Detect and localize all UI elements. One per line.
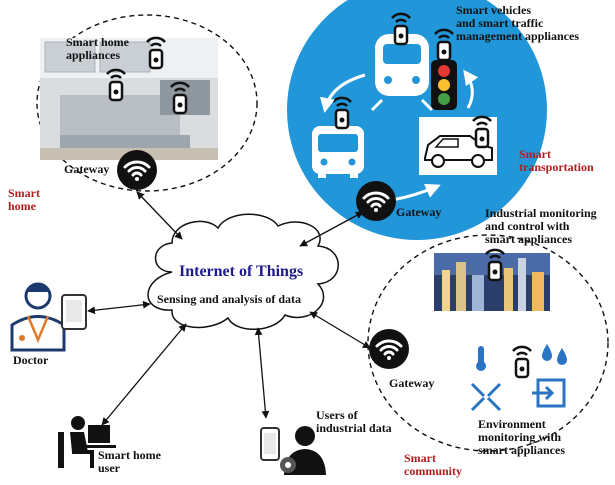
- bus-icon: [312, 126, 364, 178]
- community-gateway-label: Gateway: [389, 376, 435, 390]
- city-photo: [434, 253, 550, 311]
- thermometer-icon: [476, 346, 486, 371]
- iot-cloud: [147, 213, 339, 331]
- connection-arrow: [136, 191, 183, 240]
- connection-arrow: [299, 211, 364, 247]
- traffic-light-icon: [431, 60, 457, 110]
- transport-flow-arrow: [320, 73, 366, 113]
- smart-home-gateway-label: Gateway: [64, 162, 110, 176]
- connection-arrow: [101, 323, 187, 426]
- transportation-gateway-label: Gateway: [396, 205, 442, 219]
- smart-home-region: [36, 14, 258, 192]
- tablet-icon: [61, 294, 87, 330]
- doctor-icon: [10, 282, 66, 352]
- iot-title: Internet of Things: [179, 263, 304, 280]
- compress-arrows-icon: [470, 382, 502, 412]
- smart-community-region: [367, 234, 609, 452]
- environment-monitoring-label: Environment monitoring with smart applia…: [478, 417, 565, 457]
- phone-icon: [260, 427, 280, 461]
- smart-community-region-label: Smart community: [404, 451, 462, 478]
- train-icon: [370, 34, 434, 112]
- industrial-user-icon: [280, 426, 326, 475]
- wifi-gateway-icon: [115, 148, 159, 192]
- connection-arrow: [254, 327, 270, 419]
- industrial-users-label: Users of industrial data: [316, 408, 392, 435]
- smart-home-appliances-label: Smart home appliances: [66, 35, 129, 62]
- wifi-gateway-icon: [367, 327, 411, 371]
- wifi-gateway-icon: [354, 179, 398, 223]
- computer-user-icon: [58, 416, 116, 468]
- connection-arrow: [87, 300, 151, 315]
- enter-box-icon: [532, 378, 566, 408]
- sensor-icon: [511, 345, 533, 379]
- smart-vehicles-label: Smart vehicles and smart traffic managem…: [456, 3, 579, 43]
- smart-home-region-label: Smart home: [8, 186, 40, 213]
- connection-arrow: [309, 311, 371, 349]
- transport-flow-arrow: [463, 69, 479, 109]
- iot-subtitle: Sensing and analysis of data: [157, 292, 302, 306]
- water-drops-icon: [542, 344, 567, 365]
- smart-home-user-label: Smart home user: [98, 448, 161, 475]
- transportation-circle: [287, 0, 547, 240]
- doctor-label: Doctor: [13, 353, 49, 367]
- industrial-monitoring-label: Industrial monitoring and control with s…: [485, 206, 597, 246]
- smart-transportation-region-label: Smart transportation: [519, 147, 594, 174]
